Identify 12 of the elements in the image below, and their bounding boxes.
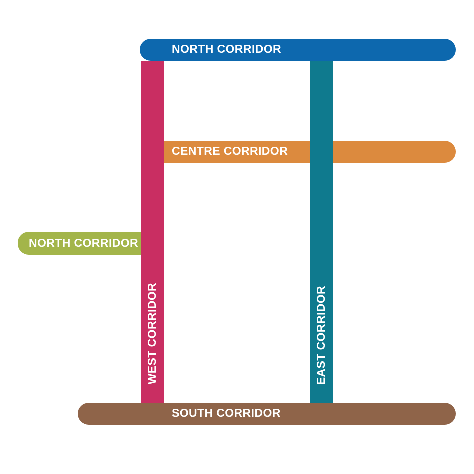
corridor-bar	[164, 141, 456, 163]
corridor-label: NORTH CORRIDOR	[172, 44, 282, 56]
corridor-label: SOUTH CORRIDOR	[172, 408, 281, 420]
corridor-bar	[140, 39, 456, 61]
corridor-bar	[18, 232, 141, 255]
corridor-label: WEST CORRIDOR	[146, 283, 158, 385]
corridor-label: NORTH CORRIDOR	[29, 238, 138, 250]
corridor-bar	[310, 61, 333, 403]
corridor-label: EAST CORRIDOR	[316, 286, 328, 385]
corridor-bar	[78, 403, 456, 425]
corridor-bar	[141, 61, 164, 403]
corridor-label: CENTRE CORRIDOR	[172, 146, 288, 158]
